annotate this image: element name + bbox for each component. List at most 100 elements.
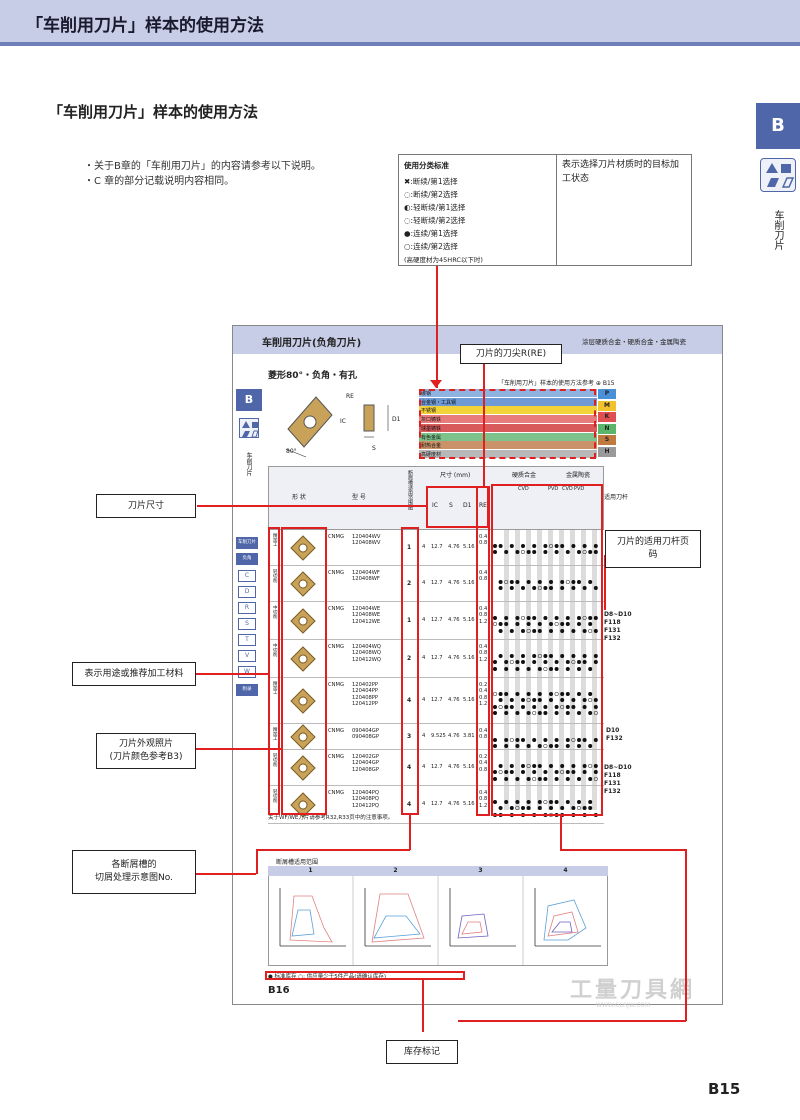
material-letter: N bbox=[598, 423, 616, 434]
material-letter: M bbox=[598, 400, 616, 411]
col-carbide: 硬质合金 bbox=[512, 472, 537, 479]
row-qty: 4 bbox=[422, 580, 426, 586]
row-model: 120408WV bbox=[352, 540, 381, 547]
row-re: 1.2 bbox=[479, 656, 488, 663]
row-chip: 2 bbox=[407, 580, 412, 587]
row-s: 4.76 bbox=[448, 617, 460, 623]
row-qty: 4 bbox=[422, 733, 426, 739]
row-qty: 4 bbox=[422, 655, 426, 661]
connector-photo bbox=[196, 748, 282, 750]
material-band-label: 灰口铸铁 bbox=[421, 417, 442, 424]
row-d1: 5.16 bbox=[463, 697, 475, 703]
drawing-label-s: S bbox=[372, 445, 376, 452]
row-qty: 4 bbox=[422, 764, 426, 770]
sample-vertical-label: 车削刀片 bbox=[245, 452, 252, 476]
row-model: 120412WQ bbox=[352, 656, 382, 663]
col-model: 型 号 bbox=[352, 494, 366, 501]
row-model: 120408WQ bbox=[352, 650, 382, 657]
chip-chart-header bbox=[268, 866, 608, 876]
legend-item: ○:连续/第2选择 bbox=[404, 242, 458, 251]
connector-chip-2 bbox=[256, 849, 258, 874]
material-band bbox=[419, 441, 597, 450]
row-re: 0.4 bbox=[479, 606, 488, 612]
col-cvd: CVD bbox=[518, 486, 529, 492]
material-band bbox=[419, 389, 597, 397]
row-re: 0.8 bbox=[479, 612, 488, 619]
col-d1: D1 bbox=[463, 502, 472, 509]
connector-grade-4 bbox=[560, 815, 562, 850]
drawing-label-ic: IC bbox=[340, 418, 346, 425]
sample-ref-text: 「车削用刀片」样本的使用方法参考 ⊕ B15 bbox=[498, 380, 615, 387]
row-qty: 4 bbox=[422, 697, 426, 703]
material-band bbox=[419, 415, 597, 424]
material-band-label: 高硬度材 bbox=[421, 451, 442, 458]
sample-sidebar-c: C bbox=[238, 570, 256, 582]
row-d1: 3.81 bbox=[463, 733, 475, 739]
connector-legend bbox=[436, 266, 438, 388]
row-model: 120412PQ bbox=[352, 802, 380, 809]
row-d1: 5.16 bbox=[463, 801, 475, 807]
row-s: 4.76 bbox=[448, 697, 460, 703]
table-header bbox=[268, 466, 604, 530]
insert-shape-icon bbox=[760, 158, 796, 192]
sample-sidebar-r: R bbox=[238, 602, 256, 614]
sample-chapter-tab: B bbox=[236, 389, 262, 411]
col-shape: 形 状 bbox=[292, 494, 306, 501]
availability-dots bbox=[492, 790, 600, 805]
material-band-label: 耐热合金 bbox=[421, 443, 442, 450]
col-cermet: 金属陶瓷 bbox=[566, 472, 591, 479]
drawing-label-re: RE bbox=[346, 393, 354, 400]
row-d1: 5.16 bbox=[463, 617, 475, 623]
material-band bbox=[419, 423, 597, 432]
availability-dots bbox=[492, 644, 600, 659]
availability-dots bbox=[492, 612, 600, 627]
row-model-prefix: CNMG bbox=[328, 570, 344, 576]
highlight-chip-col bbox=[401, 527, 419, 815]
chip-col-2: 2 bbox=[393, 867, 398, 874]
grade-column-shade bbox=[559, 530, 564, 810]
row-usage-label: 轻切削 bbox=[272, 569, 278, 583]
connector-chip-1 bbox=[196, 873, 256, 875]
callout-chip: 各断屑槽的 切屑处理示意图No. bbox=[72, 850, 196, 894]
section-title: 「车削用刀片」样本的使用方法 bbox=[48, 103, 259, 121]
chip-col-1: 1 bbox=[308, 867, 313, 874]
watermark-url: WWW.GLRJW.COM bbox=[596, 1002, 651, 1009]
insert-photo bbox=[289, 791, 317, 819]
row-qty: 4 bbox=[422, 801, 426, 807]
row-usage-label: 轻切削 bbox=[272, 753, 278, 767]
legend-divider bbox=[556, 154, 557, 266]
sample-subtitle: 涂层硬质合金・硬质合金・金属陶瓷 bbox=[582, 338, 686, 346]
availability-dots bbox=[492, 734, 600, 749]
chapter-tab[interactable]: B bbox=[756, 103, 800, 149]
row-model: 090408GP bbox=[352, 734, 379, 741]
callout-stock: 库存标记 bbox=[386, 1040, 458, 1064]
row-model: 120402PP bbox=[352, 682, 379, 688]
availability-dots bbox=[492, 576, 600, 591]
insert-photo bbox=[289, 534, 317, 562]
legend-right-text: 表示选择刀片材质时的目标加工状态 bbox=[562, 160, 680, 184]
highlight-stock bbox=[265, 971, 465, 980]
availability-dots bbox=[492, 760, 600, 775]
availability-dots bbox=[492, 570, 600, 585]
row-qty: 4 bbox=[422, 544, 426, 550]
material-band bbox=[419, 397, 597, 406]
row-qty: 4 bbox=[422, 617, 426, 623]
insert-photo bbox=[289, 570, 317, 598]
row-s: 4.76 bbox=[448, 580, 460, 586]
chapter-label: 车削刀片 bbox=[772, 210, 783, 250]
sample-sidebar-w: W bbox=[238, 666, 256, 678]
row-model: 120412PP bbox=[352, 701, 379, 708]
sample-title: 车削用刀片(负角刀片) bbox=[262, 338, 362, 349]
row-usage-label: 精加工 bbox=[272, 727, 278, 741]
row-re: 0.8 bbox=[479, 734, 488, 741]
bullet-1: ・关于B章的「车削用刀片」的内容请参考以下说明。 bbox=[84, 161, 321, 172]
material-band-label: 有色金属 bbox=[421, 434, 442, 441]
row-usage-label: 中切削 bbox=[272, 605, 278, 619]
insert-photo bbox=[289, 607, 317, 635]
sample-sidebar-v: V bbox=[238, 650, 256, 662]
row-s: 4.76 bbox=[448, 655, 460, 661]
row-d1: 5.16 bbox=[463, 544, 475, 550]
sample-sidebar-turning: 车削刀片 bbox=[236, 537, 258, 549]
